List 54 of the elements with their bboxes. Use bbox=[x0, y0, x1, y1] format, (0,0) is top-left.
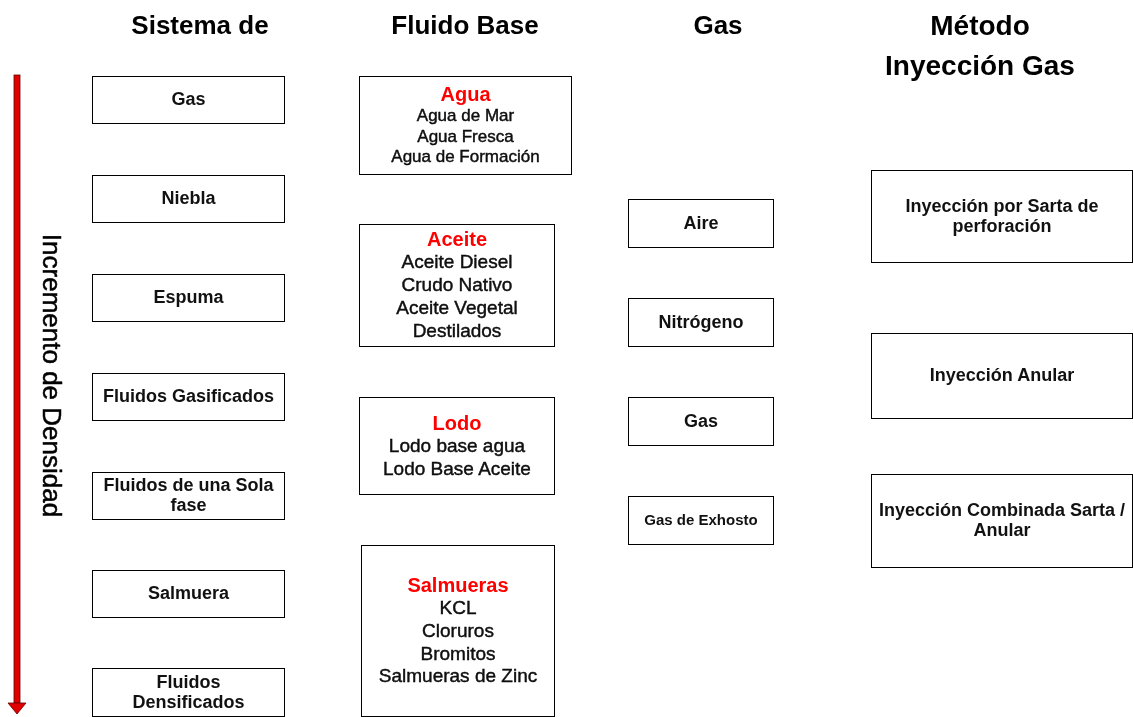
column-heading: Sistema de bbox=[130, 10, 270, 40]
box-label: Nitrógeno bbox=[658, 312, 744, 333]
text-box bbox=[871, 333, 1133, 419]
box-label: Gas de Exhosto bbox=[644, 512, 758, 529]
text-box bbox=[92, 472, 285, 520]
column-heading: Método Inyección Gas bbox=[884, 9, 1076, 83]
box-label: Fluidos Densificados bbox=[131, 672, 246, 713]
text-box bbox=[361, 545, 555, 717]
text-box bbox=[359, 397, 555, 495]
box-label: Inyección Anular bbox=[929, 366, 1075, 386]
box-label: Salmuera bbox=[147, 584, 229, 604]
list-item: KCL bbox=[439, 597, 477, 619]
box-label: Inyección por Sarta de perforación bbox=[904, 196, 1100, 237]
box-label: Inyección Combinada Sarta / Anular bbox=[878, 501, 1126, 541]
box-label: Aire bbox=[683, 213, 719, 234]
list-item: Lodo base agua bbox=[388, 435, 526, 457]
group-heading: Aceite bbox=[427, 228, 487, 251]
list-item: Agua de Formación bbox=[391, 148, 540, 168]
text-box bbox=[359, 224, 555, 347]
box-label: Gas bbox=[684, 411, 718, 432]
box-label: Fluidos Gasificados bbox=[102, 387, 274, 407]
group-heading: Lodo bbox=[432, 411, 482, 434]
text-box bbox=[92, 373, 285, 421]
text-box bbox=[92, 76, 285, 124]
box-label: Gas bbox=[171, 90, 206, 110]
text-box bbox=[871, 170, 1133, 263]
text-box bbox=[628, 298, 774, 347]
list-item: Salmueras de Zinc bbox=[378, 666, 538, 688]
list-item: Bromitos bbox=[420, 643, 496, 665]
text-box bbox=[871, 474, 1133, 568]
text-box bbox=[628, 496, 774, 545]
text-box bbox=[92, 570, 285, 618]
text-box bbox=[359, 76, 572, 175]
list-item: Destilados bbox=[412, 320, 502, 342]
group-heading: Agua bbox=[440, 82, 491, 105]
box-label: Fluidos de una Sola fase bbox=[102, 476, 275, 516]
text-box bbox=[92, 668, 285, 717]
box-label: Niebla bbox=[161, 189, 216, 209]
list-item: Cloruros bbox=[422, 620, 494, 642]
group-heading: Salmueras bbox=[407, 573, 509, 596]
text-box bbox=[92, 274, 285, 322]
column-heading: Gas bbox=[692, 10, 744, 40]
text-box bbox=[92, 175, 285, 223]
list-item: Aceite Diesel bbox=[401, 252, 513, 274]
list-item: Aceite Vegetal bbox=[396, 298, 518, 319]
list-item: Agua Fresca bbox=[417, 127, 514, 147]
text-box bbox=[628, 199, 774, 248]
box-label: Espuma bbox=[153, 288, 224, 308]
column-heading: Fluido Base bbox=[390, 10, 540, 40]
list-item: Lodo Base Aceite bbox=[383, 458, 531, 480]
list-item: Crudo Nativo bbox=[401, 275, 513, 296]
axis-label: Incremento de Densidad bbox=[35, 232, 67, 520]
text-box bbox=[628, 397, 774, 446]
list-item: Agua de Mar bbox=[416, 106, 515, 126]
